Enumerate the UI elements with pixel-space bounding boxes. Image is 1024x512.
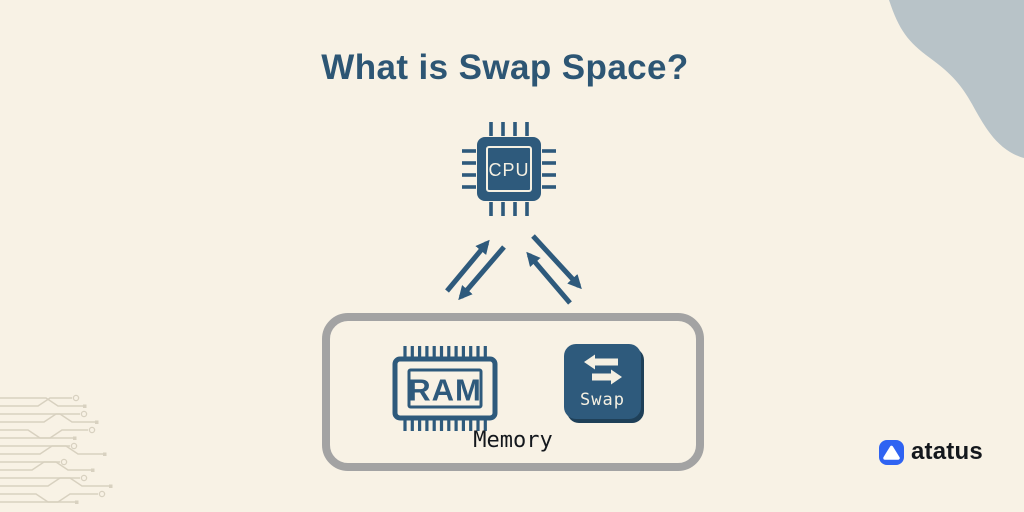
flow-arrows xyxy=(445,234,582,305)
arrow-cpu-to-memory-left xyxy=(458,245,506,301)
circuit-pattern-decoration xyxy=(0,394,113,504)
arrow-cpu-to-memory-right xyxy=(531,234,582,290)
memory-label: Memory xyxy=(473,428,553,453)
corner-blob-decoration xyxy=(889,0,1024,158)
cpu-label: CPU xyxy=(488,160,529,180)
ram-label: RAM xyxy=(408,373,482,408)
atatus-logo: atatus xyxy=(879,438,983,466)
arrow-memory-to-cpu-right xyxy=(526,251,572,305)
arrow-memory-to-cpu-left xyxy=(445,239,490,293)
swap-label: Swap xyxy=(580,390,625,410)
atatus-logo-icon xyxy=(879,439,904,465)
ram-chip-icon: RAM xyxy=(392,346,498,431)
page-title: What is Swap Space? xyxy=(321,48,689,87)
swap-arrows-icon xyxy=(583,354,622,385)
memory-box: RAM Swap Memory xyxy=(322,313,704,471)
atatus-logo-text: atatus xyxy=(911,438,983,465)
cpu-chip-icon: CPU xyxy=(462,122,556,216)
swap-tile: Swap xyxy=(564,344,641,419)
